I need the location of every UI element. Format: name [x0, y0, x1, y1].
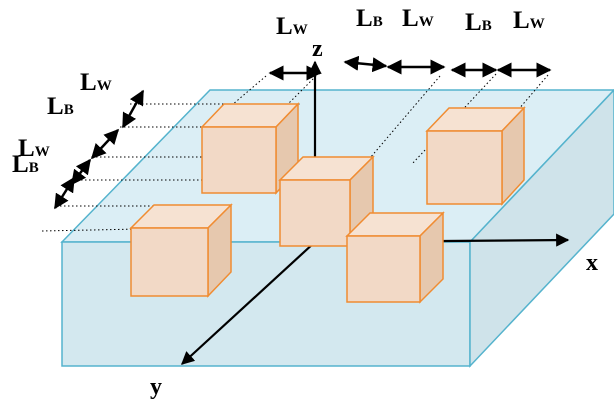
left-label: LW: [80, 69, 112, 96]
cube-front: [130, 227, 209, 297]
dimension-arrow: [53, 176, 76, 210]
guide-line: [41, 228, 141, 232]
cube-front: [426, 130, 503, 205]
z-axis-label: z: [312, 36, 323, 62]
dimension-arrow: [71, 158, 91, 186]
y-axis: [181, 241, 316, 365]
left-labels: LW LB LW LB: [12, 69, 112, 178]
top-label: LB: [356, 5, 383, 32]
cube: [425, 106, 526, 206]
left-label: LB: [12, 151, 39, 178]
y-axis-label: y: [150, 374, 162, 400]
cube-front: [201, 126, 277, 194]
left-dimension-arrows: [53, 89, 145, 210]
left-label: LW: [18, 135, 50, 162]
top-labels: LW LB LW LB LW: [276, 5, 545, 40]
top-label: LW: [276, 13, 308, 40]
dimension-arrow: [121, 89, 145, 129]
cube-front: [346, 235, 421, 303]
top-dimension-arrows: [268, 55, 552, 81]
guide-line: [204, 75, 267, 129]
slab-side-face: [469, 88, 614, 368]
cube: [200, 102, 300, 195]
cube: [345, 211, 445, 304]
cube: [129, 203, 233, 298]
top-label: LW: [402, 5, 434, 32]
x-axis-label: x: [586, 250, 598, 276]
top-label: LB: [465, 9, 492, 36]
cube-front: [279, 179, 351, 247]
left-label: LB: [47, 93, 74, 120]
top-label: LW: [513, 7, 545, 34]
dimension-arrow: [90, 128, 120, 160]
guide-line: [411, 73, 497, 165]
dimension-arrow: [343, 55, 388, 73]
